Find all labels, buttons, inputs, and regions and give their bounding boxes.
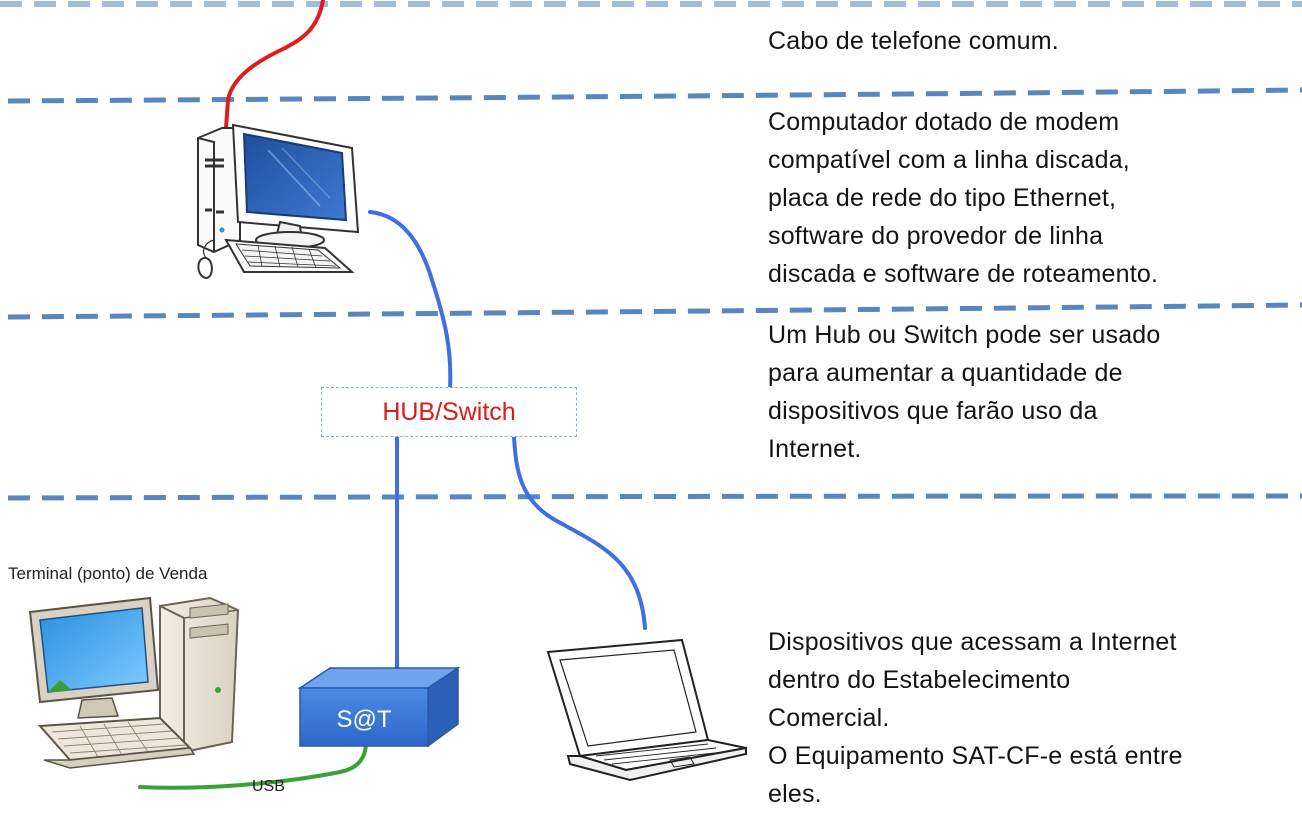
phone-cable — [224, 0, 325, 130]
phone-cable-description: Cabo de telefone comum. — [768, 27, 1059, 55]
hub-laptop-cable — [512, 435, 647, 630]
pos-terminal-icon — [28, 596, 240, 769]
sat-device-icon — [297, 666, 461, 748]
hub-description: Um Hub ou Switch pode ser usado para aum… — [768, 321, 1161, 463]
sat-label: S@T — [336, 706, 392, 733]
laptop-icon — [546, 638, 747, 782]
computer-description: Computador dotado de modem compatível co… — [768, 108, 1159, 288]
hub-switch-box: HUB/Switch — [321, 387, 577, 437]
usb-cable — [138, 740, 368, 790]
hub-switch-label: HUB/Switch — [382, 397, 516, 426]
terminal-label: Terminal (ponto) de Venda — [8, 564, 208, 583]
divider-1 — [7, 87, 1302, 104]
divider-3 — [7, 493, 1302, 501]
devices-description: Dispositivos que acessam a Internet dent… — [768, 628, 1183, 808]
usb-label: USB — [252, 778, 285, 795]
router-computer-icon — [197, 123, 360, 280]
divider-2 — [7, 302, 1302, 320]
computer-hub-cable — [368, 210, 453, 391]
